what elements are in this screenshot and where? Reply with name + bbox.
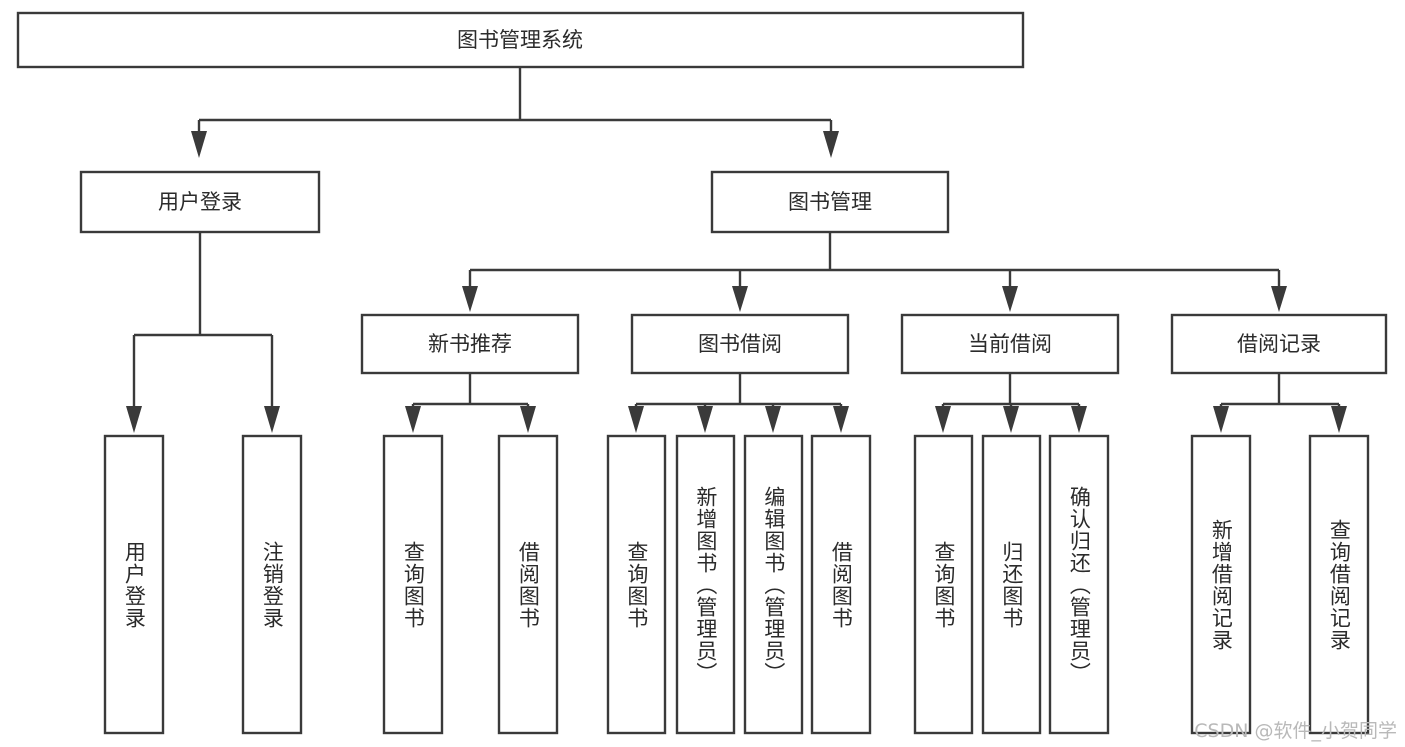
- node-borrow-record-label: 借阅记录: [1237, 332, 1321, 356]
- node-root-label: 图书管理系统: [457, 28, 583, 52]
- node-root[interactable]: 图书管理系统: [16, 11, 1025, 69]
- leaf-box-current-borrow-1[interactable]: [981, 434, 1042, 735]
- arrow-head-bookborrow-4: [833, 406, 849, 433]
- arrow-head-userlogin-1: [126, 406, 142, 433]
- node-book-management[interactable]: 图书管理: [710, 170, 950, 234]
- leaf-box-book-borrow-0[interactable]: [606, 434, 667, 735]
- arrow-head-bookmgmt-4: [1271, 286, 1287, 312]
- leaf-box-user-login-0[interactable]: [103, 434, 165, 735]
- node-current-borrow[interactable]: 当前借阅: [900, 313, 1120, 375]
- leaf-box-new-book-0[interactable]: [382, 434, 444, 735]
- node-book-management-box[interactable]: [710, 170, 950, 234]
- leaf-box-book-borrow-3[interactable]: [810, 434, 872, 735]
- leaf-box-book-borrow-2[interactable]: [743, 434, 804, 735]
- node-user-login[interactable]: 用户登录: [79, 170, 321, 234]
- arrow-head-newbook-2: [520, 406, 536, 433]
- arrow-head-bookborrow-1: [628, 406, 644, 433]
- arrow-head-borrowrecord-2: [1331, 406, 1347, 433]
- node-user-login-label: 用户登录: [158, 190, 242, 214]
- node-root-box[interactable]: [16, 11, 1025, 69]
- arrow-head-bookborrow-3: [765, 406, 781, 433]
- arrow-head-currentborrow-2: [1003, 406, 1019, 433]
- node-new-book-recommend-label: 新书推荐: [428, 332, 512, 356]
- node-current-borrow-label: 当前借阅: [968, 332, 1052, 356]
- arrow-head-currentborrow-1: [935, 406, 951, 433]
- node-new-book-recommend-box[interactable]: [360, 313, 580, 375]
- leaf-box-book-borrow-1[interactable]: [675, 434, 736, 735]
- leaf-box-borrow-record-1[interactable]: [1308, 434, 1370, 735]
- arrow-head-bookmgmt-3: [1002, 286, 1018, 312]
- node-borrow-record[interactable]: 借阅记录: [1170, 313, 1388, 375]
- node-new-book-recommend[interactable]: 新书推荐: [360, 313, 580, 375]
- node-borrow-record-box[interactable]: [1170, 313, 1388, 375]
- leaf-box-current-borrow-0[interactable]: [913, 434, 974, 735]
- node-book-borrow[interactable]: 图书借阅: [630, 313, 850, 375]
- arrow-head-newbook-1: [405, 406, 421, 433]
- watermark-text: CSDN @软件_小贺同学: [1194, 720, 1397, 742]
- leaf-box-current-borrow-2[interactable]: [1048, 434, 1110, 735]
- arrow-head-bookmgmt-1: [462, 286, 478, 312]
- leaf-box-new-book-1[interactable]: [497, 434, 559, 735]
- arrow-head-bookmgmt-2: [732, 286, 748, 312]
- node-book-borrow-box[interactable]: [630, 313, 850, 375]
- node-current-borrow-box[interactable]: [900, 313, 1120, 375]
- arrow-head-root-1: [191, 131, 207, 158]
- arrow-head-userlogin-2: [264, 406, 280, 433]
- node-book-management-label: 图书管理: [788, 190, 872, 214]
- arrow-head-root-2: [823, 131, 839, 158]
- leaf-box-borrow-record-0[interactable]: [1190, 434, 1252, 735]
- node-book-borrow-label: 图书借阅: [698, 332, 782, 356]
- arrow-head-bookborrow-2: [697, 406, 713, 433]
- leaf-box-user-login-1[interactable]: [241, 434, 303, 735]
- arrow-head-currentborrow-3: [1071, 406, 1087, 433]
- arrow-head-borrowrecord-1: [1213, 406, 1229, 433]
